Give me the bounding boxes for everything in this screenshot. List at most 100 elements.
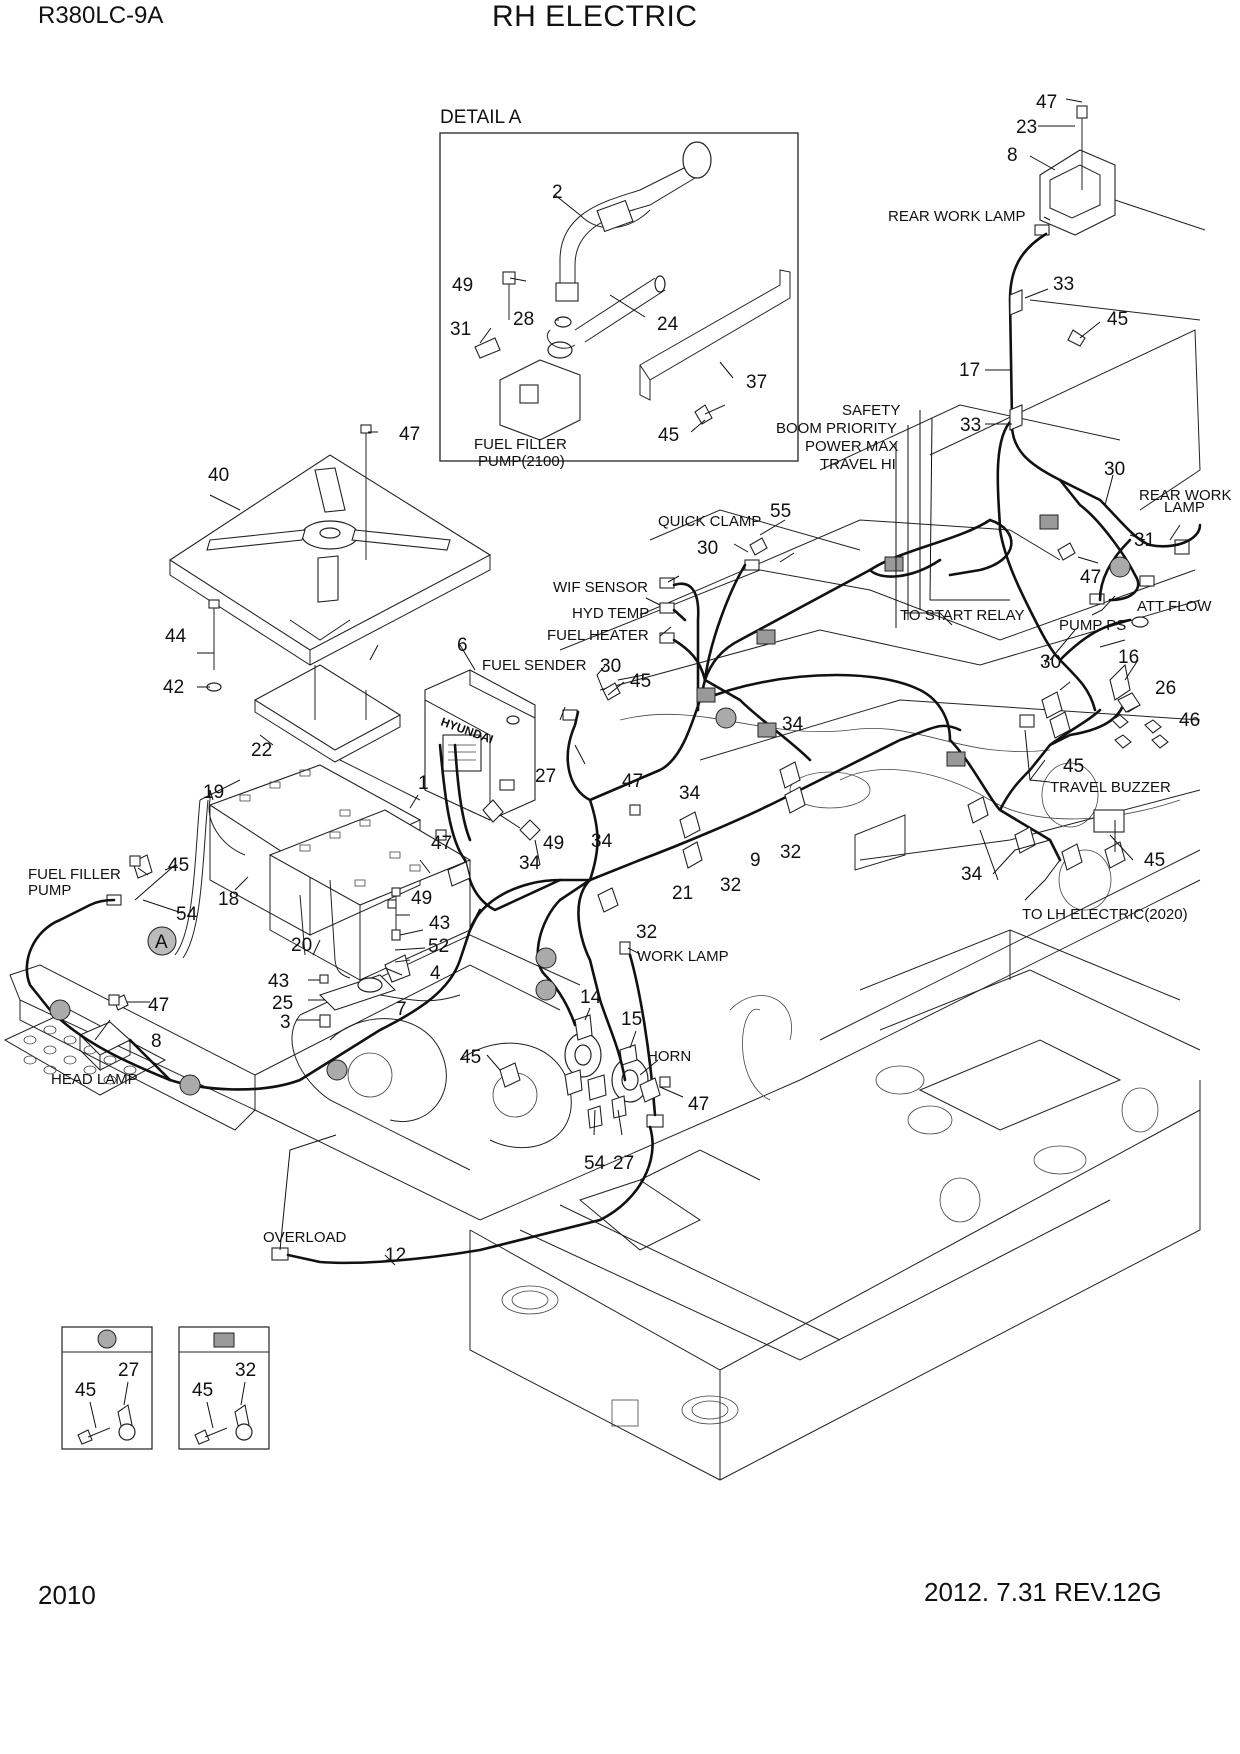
label-att-flow: ATT FLOW: [1137, 598, 1212, 615]
upper-frame-outline: [559, 199, 1206, 911]
callout-47-mid: 47: [622, 771, 643, 792]
lower-frame-outline: [9, 849, 1201, 1481]
callout-30-sender: 30: [600, 656, 621, 677]
horns: [564, 1014, 649, 1129]
label-power-max: POWER MAX: [805, 438, 898, 455]
label-quick-clamp: QUICK CLAMP: [658, 513, 761, 530]
callout-42: 42: [163, 677, 184, 698]
model-number: R380LC-9A: [38, 2, 164, 29]
callout-6: 6: [457, 635, 468, 656]
batteries: [174, 759, 472, 981]
label-overload: OVERLOAD: [263, 1229, 347, 1246]
step-plate: [3, 1009, 167, 1096]
callout-43-b: 43: [268, 971, 289, 992]
page-number: 2010: [38, 1580, 96, 1610]
label-boom-priority: BOOM PRIORITY: [776, 420, 897, 437]
callout-34: 34: [782, 714, 804, 735]
battery-relay-bracket: [318, 887, 461, 1028]
battery-cover: [168, 424, 492, 763]
callout-14: 14: [580, 987, 602, 1008]
callout-32: 32: [780, 842, 801, 863]
callout-55: 55: [770, 501, 791, 522]
callout-20: 20: [291, 935, 312, 956]
label-fuel-filler-pump-a: FUEL FILLER: [28, 866, 121, 883]
callout-28-detail: 28: [513, 309, 534, 330]
label-pump-ps: PUMP PS: [1059, 617, 1126, 634]
page-title: RH ELECTRIC: [492, 0, 698, 33]
legend-circle-item-45: 45: [75, 1380, 96, 1401]
fuel-filler-pump-label-2: PUMP(2100): [478, 453, 565, 470]
callout-30-quick: 30: [697, 538, 718, 559]
label-to-lh-electric: TO LH ELECTRIC(2020): [1022, 906, 1188, 923]
callout-45: 45: [1107, 309, 1128, 330]
callout-54: 54: [176, 904, 198, 925]
callout-49: 49: [543, 833, 564, 854]
callout-34-b: 34: [679, 783, 701, 804]
callout-34-d: 34: [519, 853, 541, 874]
callout-43: 43: [429, 913, 450, 934]
callout-47-battery: 47: [431, 833, 452, 854]
label-horn: HORN: [647, 1048, 691, 1065]
callout-44: 44: [165, 626, 187, 647]
callout-54-horn: 54: [584, 1153, 606, 1174]
callout-49-detail: 49: [452, 275, 473, 296]
callout-45-buzzer: 45: [1063, 756, 1084, 777]
callout-23: 23: [1016, 117, 1037, 138]
callout-7: 7: [396, 999, 407, 1020]
clamp-legend: 45 27 45 32: [61, 1326, 270, 1450]
legend-square-item-45: 45: [192, 1380, 213, 1401]
label-head-lamp: HEAD LAMP: [51, 1071, 138, 1088]
label-rear-work-lamp-2a: REAR WORK: [1139, 487, 1232, 504]
callout-15: 15: [621, 1009, 642, 1030]
callout-46: 46: [1179, 710, 1200, 731]
label-rear-work-lamp-2b: LAMP: [1164, 499, 1205, 516]
callout-22: 22: [251, 740, 272, 761]
connectors: [106, 539, 1190, 1261]
callout-30: 30: [1104, 459, 1125, 480]
callout-17: 17: [959, 360, 980, 381]
label-travel-hi: TRAVEL HI: [820, 456, 896, 473]
leader-lines: [94, 98, 1181, 1266]
label-travel-buzzer: TRAVEL BUZZER: [1050, 779, 1171, 796]
label-rear-work-lamp: REAR WORK LAMP: [888, 208, 1026, 225]
callout-47-cover: 47: [399, 424, 420, 445]
callout-47-right: 47: [1080, 567, 1101, 588]
callout-19: 19: [203, 782, 224, 803]
callout-27-horn: 27: [613, 1153, 634, 1174]
callout-32-c: 32: [636, 922, 657, 943]
callout-30-buzzer: 30: [1040, 652, 1061, 673]
wire-harness: [25, 232, 1202, 1265]
callout-52: 52: [428, 936, 449, 957]
callout-34-e: 34: [961, 864, 983, 885]
revision-date: 2012. 7.31 REV.12G: [924, 1577, 1162, 1607]
callout-8: 8: [1007, 145, 1018, 166]
label-wif-sensor: WIF SENSOR: [553, 579, 648, 596]
callout-18: 18: [218, 889, 239, 910]
label-fuel-sender: FUEL SENDER: [482, 657, 587, 674]
callout-3: 3: [280, 1012, 291, 1033]
callout-12: 12: [385, 1245, 406, 1266]
callout-37-detail: 37: [746, 372, 767, 393]
label-fuel-heater: FUEL HEATER: [547, 627, 649, 644]
callout-45-left: 45: [168, 855, 189, 876]
fuel-filler-pump-label-1: FUEL FILLER: [474, 436, 567, 453]
callout-45-horn: 45: [460, 1047, 481, 1068]
callout-numbers: 47 23 8 33 45 17 33 30 31 47 47 40 55 30…: [148, 92, 1200, 1266]
callout-27: 27: [535, 766, 556, 787]
callout-33: 33: [1053, 274, 1074, 295]
detail-a-reference-marker: A: [147, 926, 177, 956]
callout-25: 25: [272, 993, 293, 1014]
misc-fasteners: [108, 289, 1169, 1103]
callout-45-sender: 45: [630, 671, 651, 692]
label-fuel-filler-pump-b: PUMP: [28, 882, 71, 899]
callout-21: 21: [672, 883, 693, 904]
callout-1: 1: [418, 773, 429, 794]
callout-40: 40: [208, 465, 229, 486]
callout-32-b: 32: [720, 875, 741, 896]
callout-34-c: 34: [591, 831, 613, 852]
callout-47: 47: [1036, 92, 1057, 113]
legend-circle-item-27: 27: [118, 1360, 139, 1381]
circle-clamp-markers: [49, 556, 1131, 1096]
callout-31-detail: 31: [450, 319, 471, 340]
